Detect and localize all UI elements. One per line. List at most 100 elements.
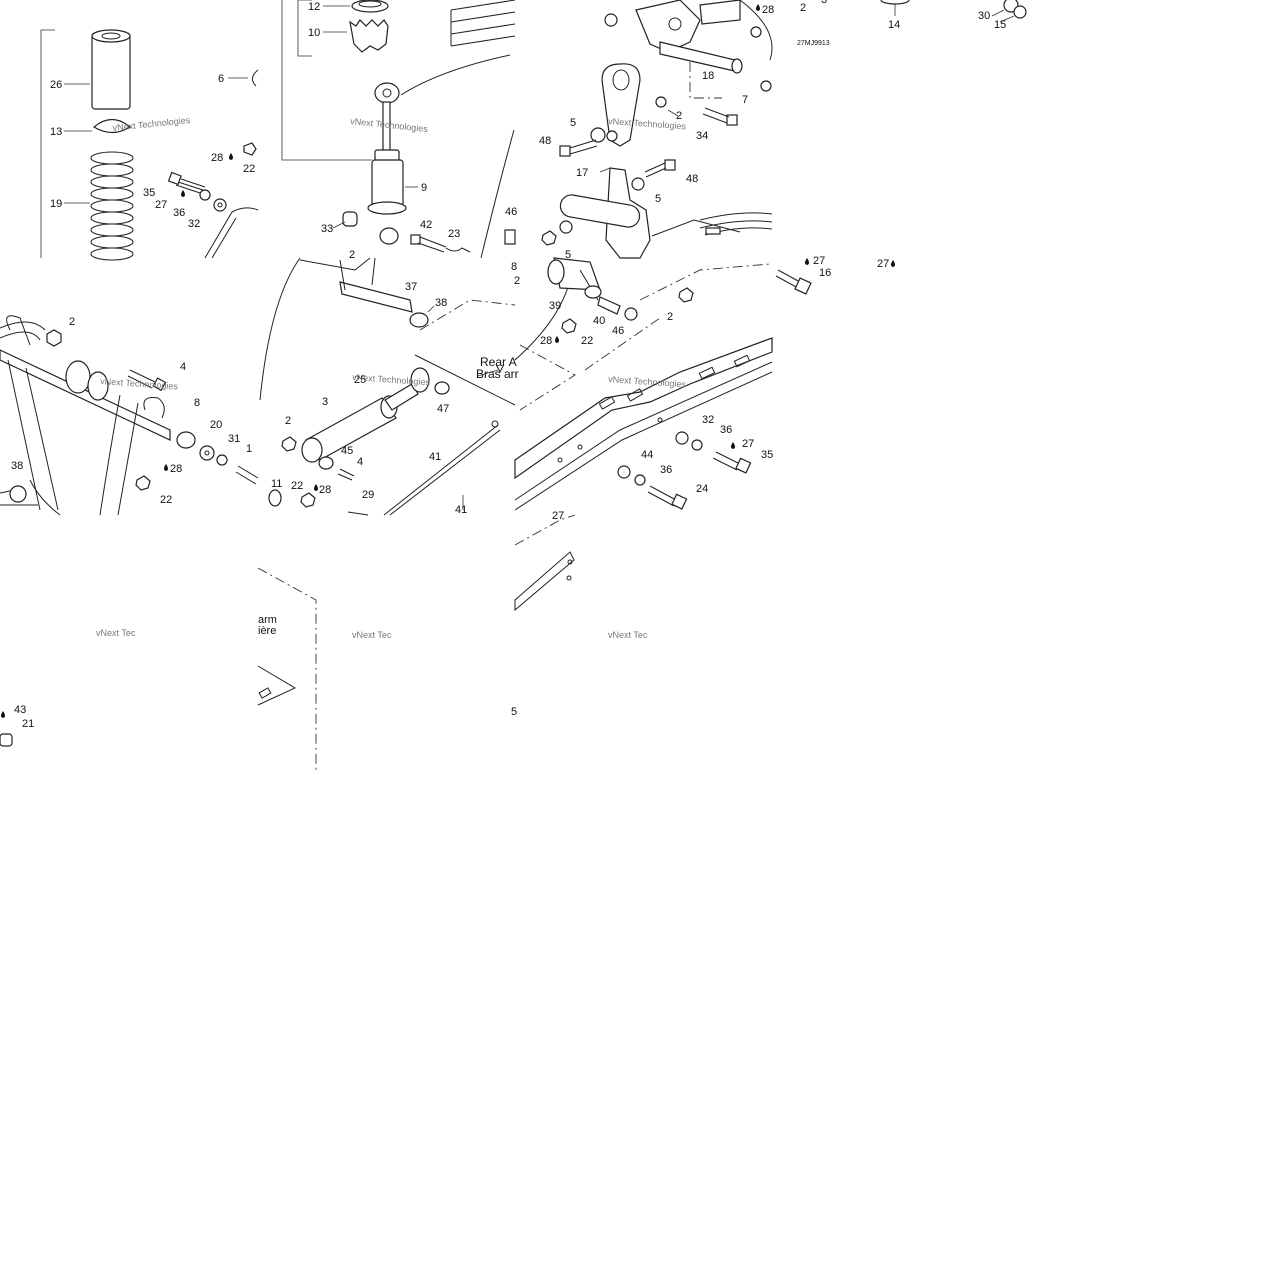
- callout: 35: [143, 187, 155, 199]
- tile-front-arm: [0, 315, 259, 516]
- tile-hardware: [880, 0, 1027, 23]
- diagram-code: 27MJ9913: [797, 40, 830, 47]
- tile-spring-shock: [40, 29, 259, 261]
- tile-slide-rail: [514, 257, 773, 511]
- callout: 23: [448, 228, 460, 240]
- callout: 32: [702, 414, 714, 426]
- callout: 18: [702, 70, 714, 82]
- tile-right-bolts: [775, 258, 895, 295]
- callout: 5: [511, 706, 517, 718]
- front-arm-shaft: [0, 349, 171, 441]
- callout: 30: [978, 10, 990, 22]
- callout: 2: [667, 311, 673, 323]
- nut-22: [243, 142, 257, 156]
- lubricant-drop-icon: [229, 153, 233, 160]
- callout: 14: [888, 19, 900, 31]
- callout: 22: [160, 494, 172, 506]
- bolt-48b: [644, 159, 676, 178]
- callout: 43: [14, 704, 26, 716]
- callout: 25: [354, 374, 366, 386]
- callout: 12: [308, 1, 320, 13]
- bolt-35b: [712, 451, 752, 474]
- callout: 33: [321, 223, 333, 235]
- callout: 9: [421, 182, 427, 194]
- callout: 2: [69, 316, 75, 328]
- watermark-text: vNext Tec: [96, 628, 136, 638]
- shock-absorber-9: [367, 82, 407, 245]
- tile-lower-rail: [514, 514, 576, 612]
- callout: 1: [246, 443, 252, 455]
- callout: 7: [742, 94, 748, 106]
- pivot-tube-18: [659, 41, 740, 73]
- bolt-16: [775, 269, 812, 295]
- callout: 31: [228, 433, 240, 445]
- rear-arm-caption-fr: Bras arr: [476, 367, 519, 381]
- callout: 13: [50, 126, 62, 138]
- callout: 38: [11, 460, 23, 472]
- spring-seat: [92, 118, 132, 134]
- watermark-text: vNext Tec: [608, 630, 648, 640]
- callout: 44: [641, 449, 653, 461]
- callout: 22: [243, 163, 255, 175]
- callout: 26: [50, 79, 62, 91]
- callout: 15: [994, 19, 1006, 31]
- callout: 4: [357, 456, 363, 468]
- adjuster-cam: [349, 19, 389, 53]
- callout: 2: [514, 275, 520, 287]
- callout: 8: [194, 397, 200, 409]
- callout: 2: [676, 110, 682, 122]
- callout: 27: [813, 255, 825, 267]
- callout: 2: [285, 415, 291, 427]
- cross-shaft: [559, 194, 641, 228]
- callout: 35: [761, 449, 773, 461]
- callout: 34: [696, 130, 708, 142]
- frame-bracket: [635, 0, 741, 53]
- callout: 38: [435, 297, 447, 309]
- callout: 20: [210, 419, 222, 431]
- callout: 17: [576, 167, 588, 179]
- tile-lower-middle: [257, 567, 317, 772]
- tile-lower-left: [0, 711, 13, 747]
- callout: 11: [271, 478, 282, 490]
- callout: 32: [188, 218, 200, 230]
- arm-caption-fr: ière: [258, 625, 276, 637]
- adjuster-ring: [351, 0, 389, 13]
- callout: 22: [581, 335, 593, 347]
- callout: 21: [22, 718, 34, 730]
- bolt-34: [702, 107, 738, 126]
- callout: 10: [308, 27, 320, 39]
- callout: 37: [405, 281, 417, 293]
- callout: 27: [742, 438, 754, 450]
- tile-linkage: [541, 0, 773, 259]
- callout: 28: [319, 484, 331, 496]
- callout: 6: [218, 73, 224, 85]
- callout: 48: [686, 173, 698, 185]
- callout: 4: [180, 361, 186, 373]
- link-plate-17: [601, 63, 641, 147]
- callout: 36: [720, 424, 732, 436]
- callout: 42: [420, 219, 432, 231]
- callout: 45: [341, 445, 353, 457]
- tile-lower-shock: [259, 257, 516, 516]
- callout: 36: [660, 464, 672, 476]
- callout: 8: [511, 261, 517, 273]
- watermark-text: vNext Technologies: [112, 115, 191, 133]
- callout: 27: [155, 199, 167, 211]
- callout: 28: [762, 4, 774, 16]
- callout: 40: [593, 315, 605, 327]
- tile-shock-absorber: [281, 0, 516, 259]
- watermark-text: vNext Technologies: [100, 376, 179, 391]
- watermark-text: vNext Tec: [352, 630, 392, 640]
- callout: 27: [877, 258, 889, 270]
- callout: 46: [612, 325, 624, 337]
- callout: 5: [655, 193, 661, 205]
- bolt-42: [410, 234, 447, 253]
- callout: 2: [800, 2, 806, 14]
- callout: 41: [455, 504, 467, 516]
- callout: 22: [291, 480, 303, 492]
- arm-caption-en: arm: [258, 614, 277, 626]
- shock-absorber-3: [301, 367, 430, 463]
- callout: 16: [819, 267, 831, 279]
- callout: 39: [549, 300, 561, 312]
